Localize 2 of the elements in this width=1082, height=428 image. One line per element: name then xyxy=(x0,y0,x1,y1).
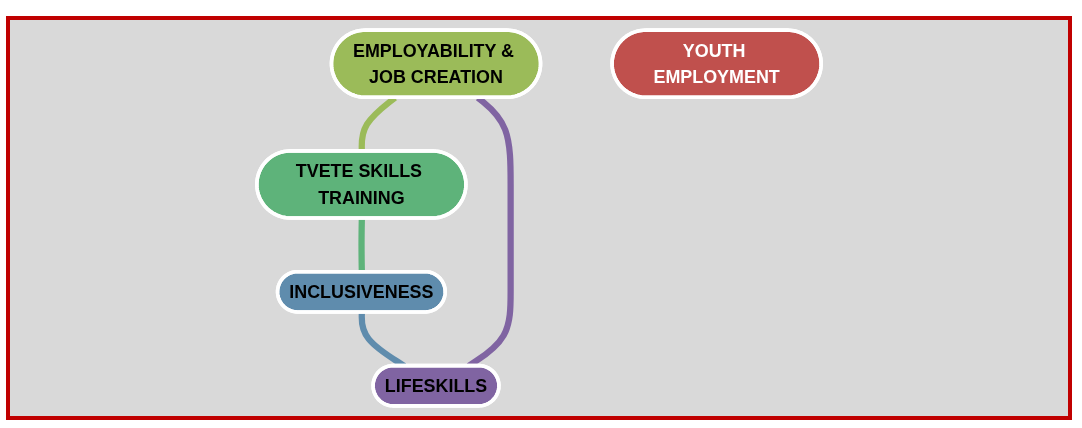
frame-background: EMPLOYABILITY & JOB CREATION LIFESKILLS YOUTH EMPLOYMENT TVETE SKILLS TRAINING INCLUSIVENESS xyxy=(6,16,1072,420)
connector xyxy=(358,218,365,273)
